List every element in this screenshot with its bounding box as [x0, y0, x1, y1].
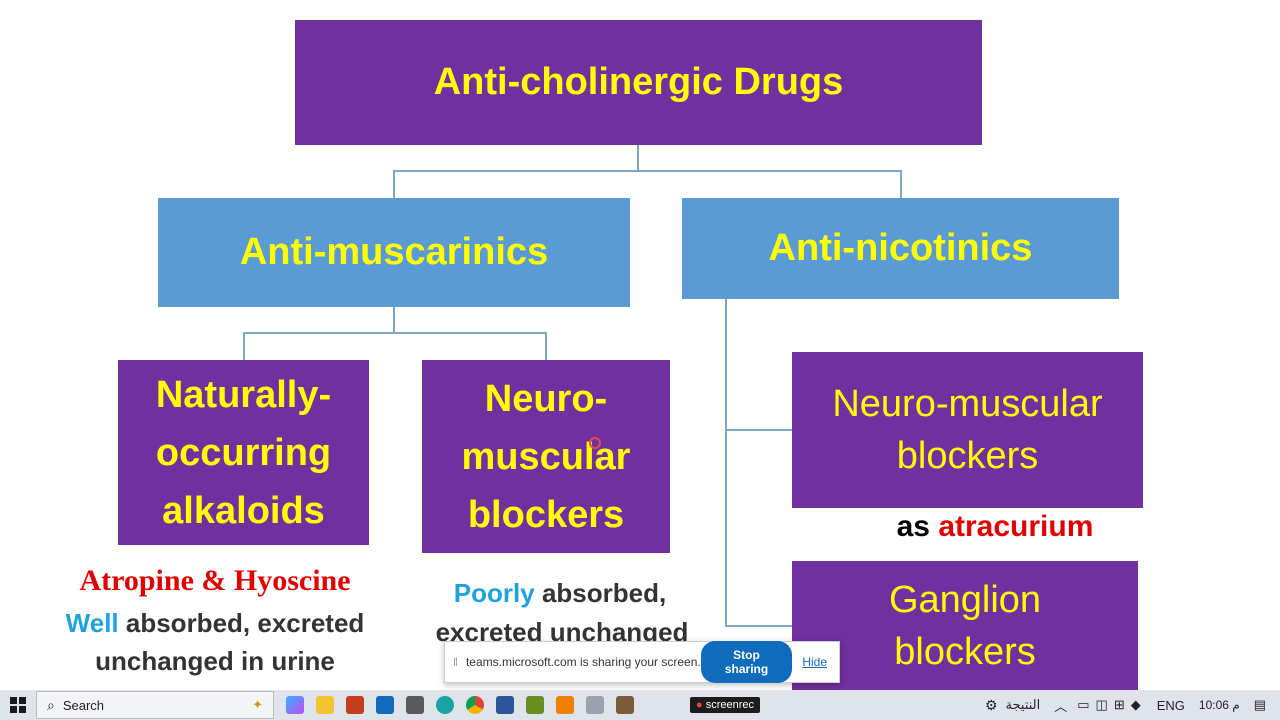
- natural-alkaloids-title: Naturally- occurring alkaloids: [155, 373, 332, 532]
- notification-icon[interactable]: ▤: [1253, 697, 1266, 712]
- outlook-icon[interactable]: [376, 696, 394, 714]
- natural-note-highlight: Well: [65, 608, 119, 638]
- tray-icons[interactable]: ▭◫⊞◆: [1077, 697, 1147, 712]
- screen-share-bar: ‖ teams.microsoft.com is sharing your sc…: [444, 641, 840, 683]
- nm-example-prefix: as: [896, 510, 939, 543]
- share-message: teams.microsoft.com is sharing your scre…: [465, 655, 701, 669]
- taskbar-search-box[interactable]: ⌕ Search ✦: [36, 691, 274, 719]
- synthetic-note-line1: Poorly absorbed,: [420, 578, 700, 609]
- windows-start-icon[interactable]: [10, 697, 26, 713]
- record-icon: ●: [696, 699, 703, 711]
- synthetic-note-rest: absorbed,: [534, 578, 667, 608]
- drag-handle-icon[interactable]: ‖: [453, 655, 458, 669]
- word-icon[interactable]: [496, 696, 514, 714]
- root-title: Anti-cholinergic Drugs: [433, 61, 844, 103]
- widget-icon[interactable]: ⚙: [984, 696, 998, 713]
- pointer-dot-icon: [589, 437, 601, 449]
- natural-examples: Atropine & Hyoscine: [30, 564, 400, 598]
- clock[interactable]: 10:06 م: [1198, 698, 1240, 712]
- synthetic-substitutes-title: Neuro-muscular blockers: [461, 377, 631, 536]
- search-icon: ⌕: [47, 696, 55, 713]
- connector-muscarinic-down: [393, 307, 395, 333]
- root-box: Anti-cholinergic Drugs: [295, 20, 982, 145]
- sparkle-icon: ✦: [252, 697, 263, 712]
- connector-root: [637, 145, 639, 171]
- anti-muscarinics-box: Anti-muscarinics: [158, 198, 630, 307]
- connector-ganglion: [725, 625, 792, 627]
- search-label: Search: [62, 697, 105, 713]
- nm-example-drug: atracurium: [938, 510, 1094, 543]
- connector-root-horizontal: [393, 170, 902, 172]
- hide-link[interactable]: Hide: [802, 655, 827, 669]
- screenrec-label: screenrec: [705, 699, 755, 711]
- connector-natural: [243, 332, 245, 360]
- neuro-muscular-title: Neuro-muscular blockers: [832, 383, 1103, 477]
- file-explorer-icon[interactable]: [316, 696, 334, 714]
- natural-alkaloids-box: Naturally- occurring alkaloids: [118, 360, 369, 545]
- taskbar: ⌕ Search ✦ ● screenrec ⚙ النتيجة ︿ ▭◫⊞◆ …: [0, 690, 1280, 720]
- connector-nicotinic-vertical: [725, 299, 727, 626]
- app-icon[interactable]: [526, 696, 544, 714]
- connector-nm: [725, 429, 792, 431]
- chevron-up-icon[interactable]: ︿: [1054, 698, 1068, 714]
- natural-examples-text: Atropine & Hyoscine: [79, 564, 351, 597]
- synthetic-substitutes-box: Neuro-muscular blockers: [422, 360, 670, 553]
- anti-nicotinics-title: Anti-nicotinics: [768, 227, 1033, 269]
- powerpoint-icon[interactable]: [346, 696, 364, 714]
- natural-note-rest: absorbed, excreted: [118, 608, 365, 638]
- natural-note-line2-text: unchanged in urine: [95, 646, 335, 676]
- anti-muscarinics-title: Anti-muscarinics: [239, 231, 549, 273]
- neuro-muscular-box: Neuro-muscular blockers: [792, 352, 1143, 508]
- chrome-icon[interactable]: [466, 696, 484, 714]
- arabic-label: النتيجة: [1005, 697, 1041, 712]
- ganglion-title: Ganglion blockers: [888, 578, 1042, 673]
- orange-app-icon[interactable]: [556, 696, 574, 714]
- nm-example-note: as atracurium: [850, 510, 1140, 544]
- ganglion-box: Ganglion blockers: [792, 561, 1138, 690]
- photos-icon[interactable]: [586, 696, 604, 714]
- natural-note-line2: unchanged in urine: [30, 646, 400, 677]
- store-icon[interactable]: [406, 696, 424, 714]
- stop-sharing-button[interactable]: Stop sharing: [700, 641, 793, 683]
- natural-note-line1: Well absorbed, excreted: [30, 608, 400, 639]
- books-icon[interactable]: [616, 696, 634, 714]
- synthetic-note-highlight: Poorly: [453, 578, 535, 608]
- copilot-icon[interactable]: [286, 696, 304, 714]
- edge-icon[interactable]: [436, 696, 454, 714]
- connector-muscarinic-horizontal: [243, 332, 547, 334]
- connector-synthetic: [545, 332, 547, 360]
- connector-left-branch: [393, 170, 395, 198]
- language-indicator[interactable]: ENG: [1156, 697, 1185, 713]
- connector-right-branch: [900, 170, 902, 198]
- screenrec-indicator[interactable]: ● screenrec: [690, 697, 761, 713]
- anti-nicotinics-box: Anti-nicotinics: [682, 198, 1119, 299]
